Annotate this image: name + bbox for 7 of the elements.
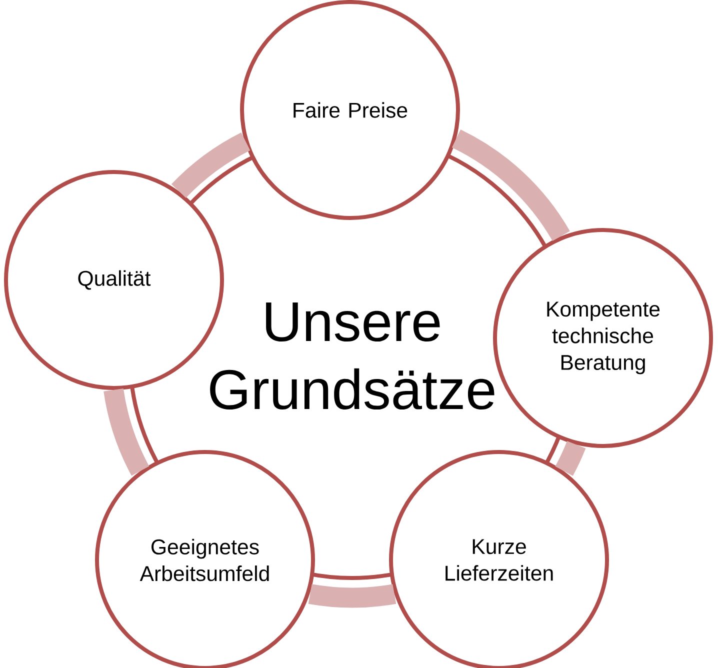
ring-segment [308,584,396,608]
ring-segment [104,388,150,476]
node-label: Geeignetes Arbeitsumfeld [140,538,269,582]
ring-segment [452,130,570,242]
ring-segment [555,441,586,476]
node-label: Kurze Lieferzeiten [446,539,553,581]
ring-segment [172,132,250,198]
